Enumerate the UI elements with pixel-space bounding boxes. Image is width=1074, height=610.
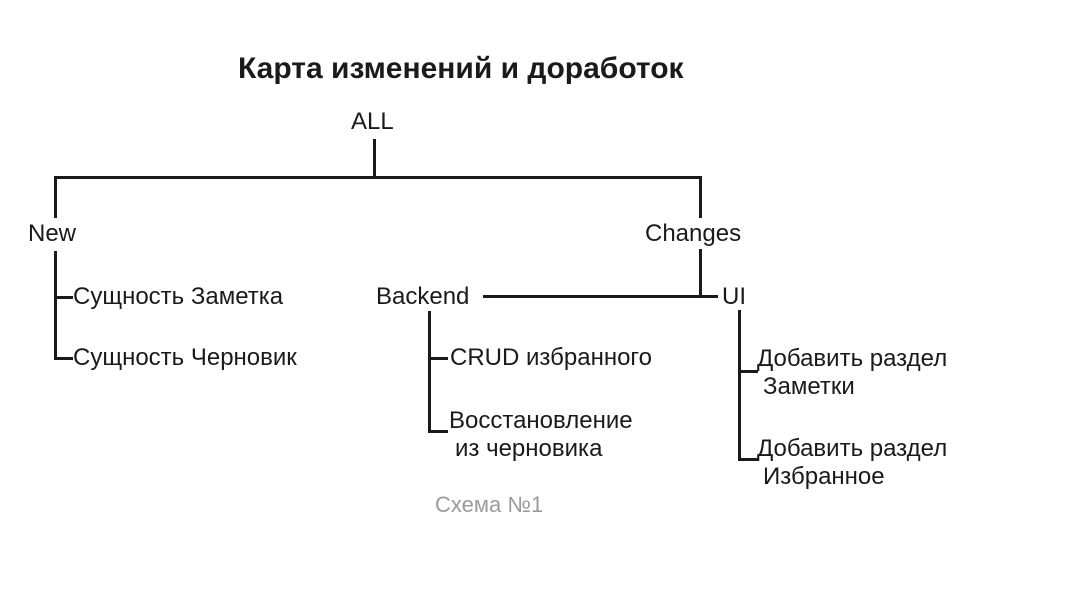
node-backend: Backend <box>376 283 470 310</box>
leaf-line: Восстановление <box>449 407 633 434</box>
connector-changes-vertical-lower <box>699 249 702 298</box>
connector-root-horizontal <box>54 176 702 179</box>
connector-ui-drop <box>738 310 741 461</box>
leaf-line: Сущность Черновик <box>73 344 297 371</box>
leaf-line: Сущность Заметка <box>73 283 284 310</box>
connector-new-tick-2 <box>54 357 73 360</box>
connector-changes-vertical-upper <box>699 176 702 218</box>
connector-backend-tick-1 <box>428 357 448 360</box>
node-ui: UI <box>722 283 746 310</box>
connector-all-drop <box>373 139 376 178</box>
connector-ui-tick-1 <box>738 370 758 373</box>
node-changes: Changes <box>645 220 742 247</box>
connector-new-vertical-lower <box>54 251 57 360</box>
leaf-line: Заметки <box>763 373 855 400</box>
leaf-dobavit-razdel-izbrannoe: Добавить раздел Избранное <box>757 435 947 491</box>
diagram-caption: Схема №1 <box>435 492 544 517</box>
leaf-crud-izbrannogo: CRUD избранного <box>450 344 652 372</box>
leaf-dobavit-razdel-zametki: Добавить раздел Заметки <box>757 345 947 401</box>
node-all: ALL <box>351 108 394 135</box>
leaf-line: CRUD избранного <box>450 344 653 371</box>
leaf-line: Добавить раздел <box>757 435 948 462</box>
connector-backend-tick-2 <box>428 430 448 433</box>
leaf-line: Добавить раздел <box>757 345 948 372</box>
leaf-entity-zametka: Сущность Заметка <box>73 283 283 311</box>
leaf-line: Избранное <box>763 463 885 490</box>
leaf-line: из черновика <box>455 435 603 462</box>
connector-backend-ui-horizontal <box>483 295 718 298</box>
leaf-entity-chernovik: Сущность Черновик <box>73 344 297 372</box>
node-new: New <box>28 220 77 247</box>
connector-backend-drop <box>428 311 431 433</box>
leaf-vosstanovlenie: Восстановление из черновика <box>449 407 633 463</box>
connector-new-tick-1 <box>54 296 73 299</box>
connector-ui-tick-2 <box>738 458 758 461</box>
connector-new-vertical-upper <box>54 176 57 218</box>
diagram-title: Карта изменений и доработок <box>238 52 684 85</box>
